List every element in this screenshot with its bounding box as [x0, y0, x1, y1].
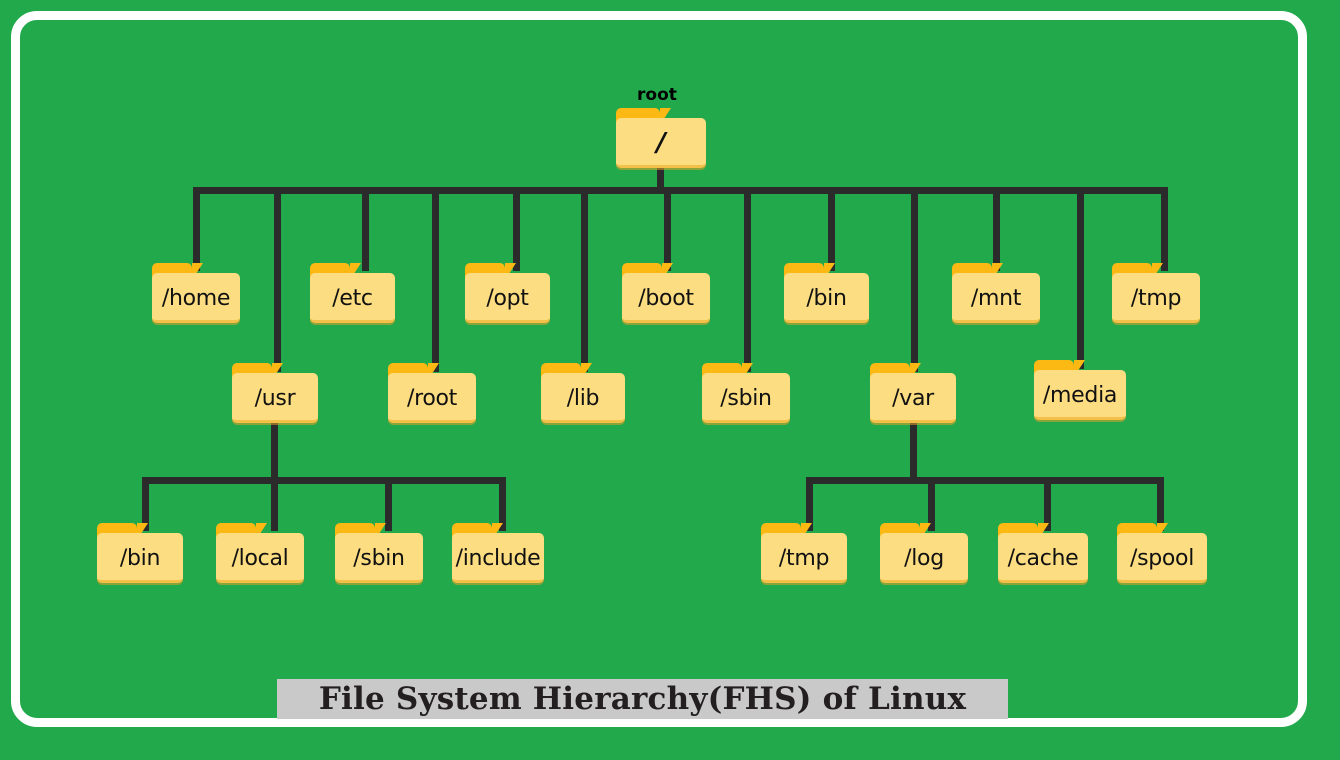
- folder-usr-include[interactable]: /include: [452, 523, 544, 583]
- folder-body-icon: [616, 118, 706, 168]
- title-banner: File System Hierarchy(FHS) of Linux: [277, 679, 1008, 719]
- edge-var-drop-cache: [1044, 477, 1051, 531]
- folder-label: /media: [1042, 382, 1118, 408]
- edge-var-drop-spool: [1157, 477, 1164, 531]
- folder-body-icon: [1112, 273, 1200, 323]
- folder-label: /log: [904, 545, 944, 571]
- folder-body-icon: [622, 273, 710, 323]
- edge-usr-drop-include: [499, 477, 506, 531]
- folder-lib[interactable]: /lib: [541, 363, 625, 423]
- folder-body-icon: [335, 533, 423, 583]
- edge-drop-mnt: [993, 187, 1000, 271]
- folder-label: /bin: [119, 545, 161, 571]
- folder-label: /: [656, 128, 666, 158]
- edge-var-bus: [806, 477, 1164, 484]
- folder-label: /bin: [806, 285, 847, 311]
- edge-drop-bin: [828, 187, 835, 271]
- folder-label: /opt: [486, 285, 529, 311]
- folder-var-tmp[interactable]: /tmp: [761, 523, 847, 583]
- folder-label: /etc: [332, 285, 373, 311]
- folder-label: /spool: [1129, 545, 1195, 571]
- folder-bin[interactable]: /bin: [784, 263, 869, 323]
- folder-body-icon: [452, 533, 544, 583]
- folder-label: /root: [406, 385, 458, 411]
- folder-label: /cache: [1007, 545, 1079, 571]
- folder-body-icon: [465, 273, 550, 323]
- folder-opt[interactable]: /opt: [465, 263, 550, 323]
- folder-body-icon: [1117, 533, 1207, 583]
- folder-label: /var: [892, 385, 934, 411]
- folder-boot[interactable]: /boot: [622, 263, 710, 323]
- folder-body-icon: [232, 373, 318, 423]
- edge-usr-bus: [142, 477, 506, 484]
- folder-label: /include: [455, 545, 541, 571]
- folder-label: /mnt: [970, 285, 1022, 311]
- root-caption-label: root: [637, 85, 677, 105]
- edge-usr-drop-local: [271, 477, 278, 531]
- edge-root-stem: [657, 163, 664, 193]
- folder-body-icon: [784, 273, 869, 323]
- edge-drop-var: [911, 187, 918, 372]
- edge-main-bus: [193, 187, 1168, 194]
- folder-var-spool[interactable]: /spool: [1117, 523, 1207, 583]
- folder-usr-sbin[interactable]: /sbin: [335, 523, 423, 583]
- folder-body-icon: [310, 273, 395, 323]
- folder-sbin[interactable]: /sbin: [702, 363, 790, 423]
- folder-var-log[interactable]: /log: [880, 523, 968, 583]
- edge-var-stem: [910, 420, 917, 482]
- folder-label: /usr: [254, 385, 296, 411]
- edge-usr-stem: [271, 420, 278, 482]
- folder-body-icon: [952, 273, 1040, 323]
- folder-body-icon: [702, 373, 790, 423]
- folder-usr[interactable]: /usr: [232, 363, 318, 423]
- edge-drop-etc: [362, 187, 369, 271]
- folder-var[interactable]: /var: [870, 363, 956, 423]
- folder-media[interactable]: /media: [1034, 360, 1126, 420]
- edge-usr-drop-bin: [142, 477, 149, 531]
- edge-drop-root: [432, 187, 439, 372]
- edge-drop-usr: [274, 187, 281, 372]
- folder-tmp[interactable]: /tmp: [1112, 263, 1200, 323]
- edge-drop-opt: [513, 187, 520, 271]
- folder-body-icon: [870, 373, 956, 423]
- folder-rootdir[interactable]: /root: [388, 363, 476, 423]
- folder-body-icon: [388, 373, 476, 423]
- folder-body-icon: [541, 373, 625, 423]
- folder-label: /sbin: [353, 545, 405, 571]
- folder-body-icon: [97, 533, 183, 583]
- edge-usr-drop-sbin: [385, 477, 392, 531]
- page-title: File System Hierarchy(FHS) of Linux: [318, 681, 967, 717]
- folder-label: /sbin: [720, 385, 772, 411]
- edge-drop-sbin: [744, 187, 751, 372]
- folder-body-icon: [761, 533, 847, 583]
- folder-usr-bin[interactable]: /bin: [97, 523, 183, 583]
- folder-body-icon: [1034, 370, 1126, 420]
- folder-body-icon: [998, 533, 1088, 583]
- folder-body-icon: [216, 533, 304, 583]
- folder-usr-local[interactable]: /local: [216, 523, 304, 583]
- folder-body-icon: [152, 273, 240, 323]
- edge-var-drop-tmp: [806, 477, 813, 531]
- edge-drop-media: [1077, 187, 1084, 369]
- folder-body-icon: [880, 533, 968, 583]
- edge-drop-tmp: [1161, 187, 1168, 271]
- folder-label: /home: [161, 285, 231, 311]
- folder-label: /local: [231, 545, 289, 571]
- folder-label: /tmp: [1130, 285, 1182, 311]
- edge-drop-home: [193, 187, 200, 271]
- folder-etc[interactable]: /etc: [310, 263, 395, 323]
- edge-drop-lib: [581, 187, 588, 372]
- folder-label: /tmp: [778, 545, 830, 571]
- edge-drop-boot: [664, 187, 671, 271]
- folder-home[interactable]: /home: [152, 263, 240, 323]
- edge-var-drop-log: [928, 477, 935, 531]
- folder-var-cache[interactable]: /cache: [998, 523, 1088, 583]
- folder-root[interactable]: /: [616, 108, 706, 168]
- folder-label: /boot: [638, 285, 694, 311]
- folder-mnt[interactable]: /mnt: [952, 263, 1040, 323]
- folder-label: /lib: [566, 385, 600, 411]
